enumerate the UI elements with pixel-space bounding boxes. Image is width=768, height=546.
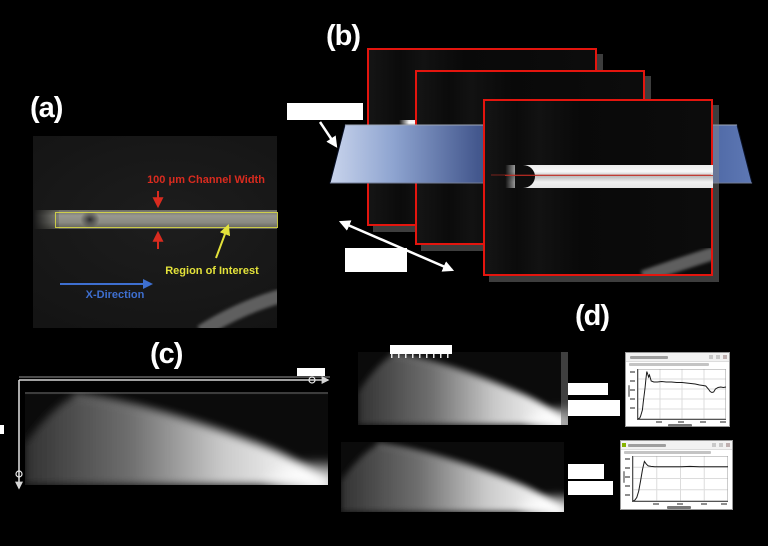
roi-label: Region of Interest xyxy=(165,265,259,277)
maximize-button-icon[interactable] xyxy=(719,443,723,447)
z-direction-annotation-label xyxy=(345,248,407,272)
scale-ruler-annotation xyxy=(390,345,452,354)
case-annotation-label-2-line-1 xyxy=(568,464,604,479)
y-tick-label xyxy=(625,485,630,487)
y-tick-label xyxy=(630,398,635,400)
close-button-icon[interactable] xyxy=(726,443,730,447)
wall-position-chart xyxy=(638,369,726,419)
y-axis-annotation-label xyxy=(0,425,4,434)
case-annotation-label-2-line-2 xyxy=(568,481,613,495)
x-tick-label xyxy=(653,503,659,505)
x-tick-label xyxy=(700,421,706,423)
y-tick-label xyxy=(625,458,630,460)
channel-meniscus xyxy=(77,210,103,229)
x-tick-label xyxy=(656,421,662,423)
x-tick-label xyxy=(701,503,707,505)
plot-area-top xyxy=(637,369,726,420)
tubing-curve-front xyxy=(640,247,711,274)
case-annotation-label-1-line-1 xyxy=(568,383,608,395)
channel-width-label: 100 μm Channel Width xyxy=(147,174,265,186)
x-tick-label xyxy=(720,421,726,423)
plot-window-bottom-titlebar[interactable] xyxy=(621,441,732,450)
roi-pointer-arrow-icon xyxy=(215,223,231,259)
x-direction-label: X-Direction xyxy=(85,289,145,301)
maximize-button-icon[interactable] xyxy=(716,355,720,359)
x-tick-label xyxy=(721,503,727,505)
x-axis-title-blurred xyxy=(667,506,691,509)
minimize-button-icon[interactable] xyxy=(712,443,716,447)
y-tick-label xyxy=(630,371,635,373)
roi-image-top xyxy=(358,352,568,425)
window-title-text-blurred xyxy=(630,356,668,359)
y-tick-label xyxy=(625,494,630,496)
minimize-button-icon[interactable] xyxy=(709,355,713,359)
panel-b-label: (b) xyxy=(326,20,361,52)
case-annotation-label-1-line-2 xyxy=(568,400,620,416)
app-icon xyxy=(622,443,626,447)
y-axis-marker-ring-icon xyxy=(15,470,23,478)
x-axis-marker-ring-icon xyxy=(308,376,316,384)
tubing-curve xyxy=(197,289,277,328)
y-axis-title-blurred xyxy=(628,385,630,397)
panel-a-microscopy-image: 100 μm Channel Width Region of Interest … xyxy=(33,136,278,328)
roi-outline xyxy=(55,212,278,228)
plot-window-top-titlebar[interactable] xyxy=(626,353,729,362)
y-tick-label xyxy=(630,380,635,382)
channel-left-fade xyxy=(33,210,59,229)
y-tick-label xyxy=(625,476,630,478)
image-edge-strip xyxy=(561,352,568,425)
scale-ruler-ticks xyxy=(391,354,451,358)
z-slice-image-front xyxy=(483,99,713,276)
y-axis-title-blurred xyxy=(623,471,625,483)
roi-image-bottom xyxy=(341,442,564,512)
focal-plane-annotation-label xyxy=(287,103,363,120)
plot-area-bottom xyxy=(632,456,728,502)
y-tick-label xyxy=(625,467,630,469)
panel-c-label: (c) xyxy=(150,338,183,370)
x-tick-label xyxy=(677,503,683,505)
y-tick-label xyxy=(630,407,635,409)
x-axis-annotation-label xyxy=(297,368,325,376)
plot-subtitle-text-blurred xyxy=(624,451,711,454)
cap-position-chart xyxy=(633,456,728,501)
x-axis-title-blurred xyxy=(668,424,692,427)
panel-c-measure-axes xyxy=(15,376,330,490)
plot-window-top xyxy=(625,352,730,427)
plot-window-bottom xyxy=(620,440,733,510)
panel-d-label: (d) xyxy=(575,300,610,332)
y-tick-label xyxy=(630,389,635,391)
panel-a-annotation-arrows xyxy=(60,191,277,328)
close-button-icon[interactable] xyxy=(723,355,727,359)
x-tick-label xyxy=(678,421,684,423)
plot-subtitle-text-blurred xyxy=(629,363,710,366)
panel-c-fluorescence-image xyxy=(25,392,328,485)
window-title-text-blurred xyxy=(628,444,666,447)
panel-a-label: (a) xyxy=(30,92,63,124)
